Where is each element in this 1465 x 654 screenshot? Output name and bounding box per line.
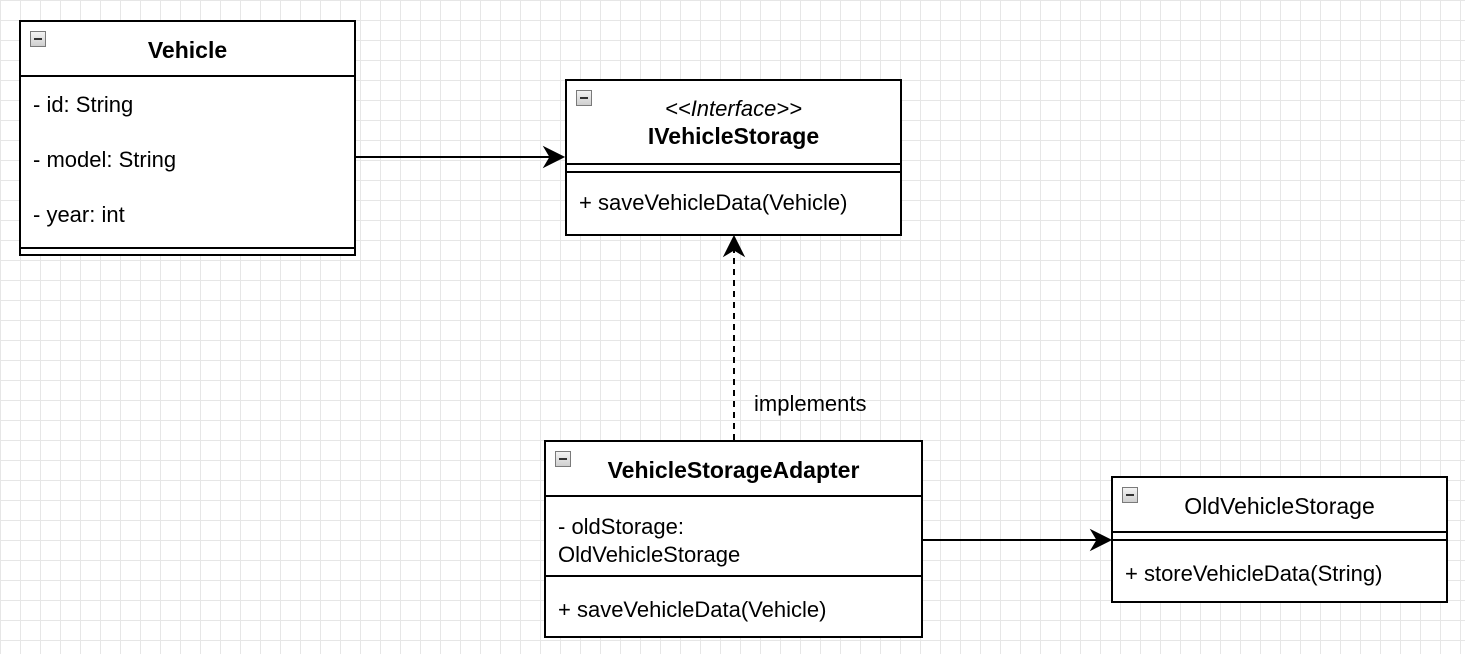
operations-section: + saveVehicleData(Vehicle) [567, 173, 900, 216]
operation: + saveVehicleData(Vehicle) [579, 190, 848, 215]
edge-vehicle-to-interface[interactable] [356, 145, 566, 169]
class-vehicle-storage-adapter[interactable]: VehicleStorageAdapter - oldStorage: OldV… [544, 440, 923, 638]
attribute: - model: String [33, 147, 177, 172]
divider [21, 242, 354, 249]
class-name: IVehicleStorage [647, 123, 820, 149]
attribute: - year: int [33, 202, 125, 227]
operations-section: + saveVehicleData(Vehicle) [546, 577, 921, 623]
class-name: Vehicle [147, 37, 228, 63]
attribute: - oldStorage: [558, 514, 684, 539]
attributes-section: - oldStorage: OldVehicleStorage [546, 497, 921, 577]
class-header: OldVehicleStorage [1113, 478, 1446, 533]
collapse-icon[interactable] [30, 31, 46, 47]
class-old-vehicle-storage[interactable]: OldVehicleStorage + storeVehicleData(Str… [1111, 476, 1448, 603]
collapse-icon[interactable] [1122, 487, 1138, 503]
arrowhead-icon [1089, 528, 1113, 552]
class-header: <<Interface>> IVehicleStorage [567, 81, 900, 165]
divider [567, 165, 900, 173]
arrowhead-icon [722, 234, 746, 258]
stereotype-label: <<Interface>> [665, 96, 802, 121]
attribute: - id: String [33, 92, 134, 117]
edge-adapter-to-interface[interactable] [722, 234, 746, 440]
class-name: OldVehicleStorage [1184, 493, 1375, 519]
class-name: VehicleStorageAdapter [607, 457, 860, 483]
attribute-type: OldVehicleStorage [558, 542, 741, 567]
collapse-icon[interactable] [576, 90, 592, 106]
attributes-section: - id: String - model: String - year: int [21, 77, 354, 242]
implements-label: implements [754, 391, 867, 416]
collapse-icon[interactable] [555, 451, 571, 467]
arrowhead-icon [542, 145, 566, 169]
class-vehicle[interactable]: Vehicle - id: String - model: String - y… [19, 20, 356, 256]
divider [1113, 533, 1446, 541]
operation: + storeVehicleData(String) [1125, 561, 1383, 586]
class-header: Vehicle [21, 22, 354, 77]
edge-adapter-to-old-storage[interactable] [922, 528, 1113, 552]
operations-section: + storeVehicleData(String) [1113, 541, 1446, 587]
class-header: VehicleStorageAdapter [546, 442, 921, 497]
operation: + saveVehicleData(Vehicle) [558, 597, 827, 622]
class-ivehicle-storage[interactable]: <<Interface>> IVehicleStorage + saveVehi… [565, 79, 902, 236]
